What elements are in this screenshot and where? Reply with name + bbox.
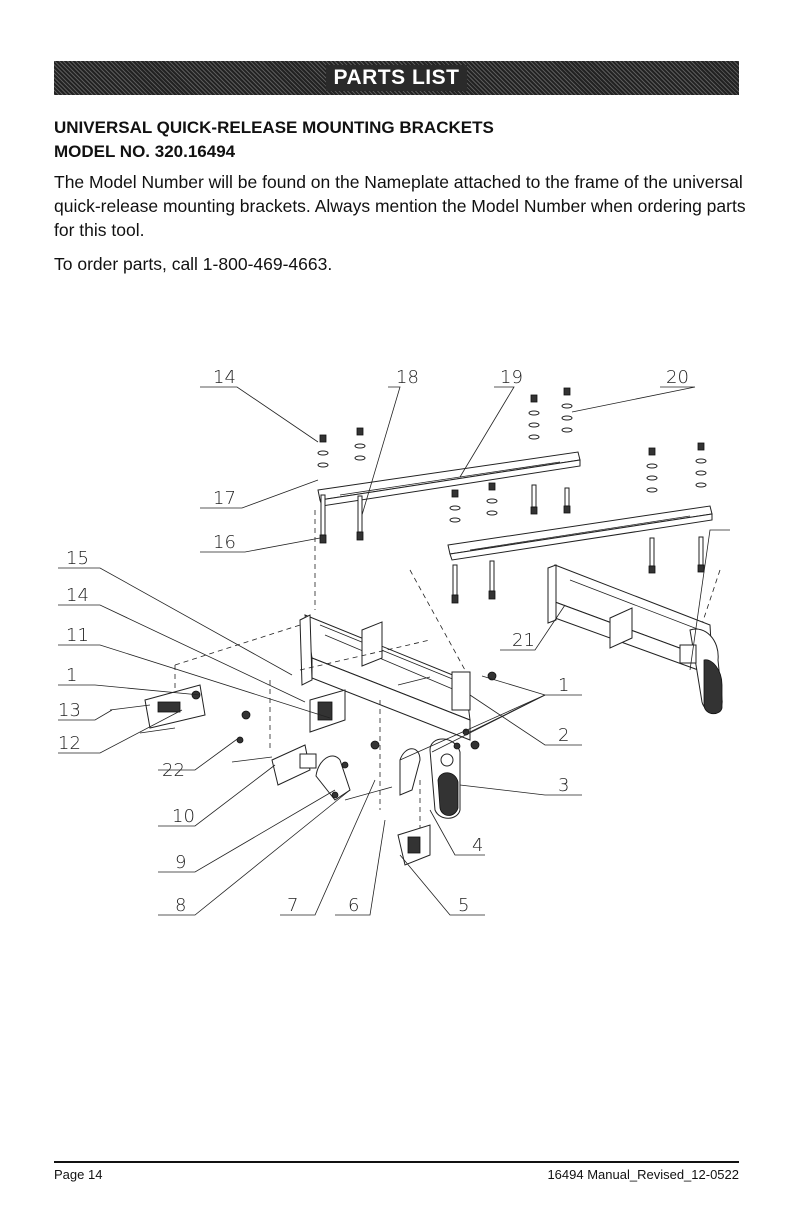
callout-21: 21 bbox=[512, 630, 535, 651]
callout-numbers: 14 18 19 20 17 16 15 14 11 1 13 12 22 10… bbox=[58, 367, 689, 916]
exploded-parts-diagram: 14 18 19 20 17 16 15 14 11 1 13 12 22 10… bbox=[58, 367, 730, 916]
callout-2: 2 bbox=[558, 725, 569, 746]
callout-17: 17 bbox=[213, 488, 236, 509]
bolts-washers-upper bbox=[317, 387, 707, 604]
callout-11: 11 bbox=[66, 625, 89, 646]
footer-rule bbox=[54, 1161, 739, 1163]
callout-14-left: 14 bbox=[66, 585, 89, 606]
callout-12: 12 bbox=[58, 733, 81, 754]
callout-9: 9 bbox=[175, 852, 186, 873]
callout-18: 18 bbox=[396, 367, 419, 388]
document-id: 16494 Manual_Revised_12-0522 bbox=[547, 1167, 739, 1182]
callout-16: 16 bbox=[213, 532, 236, 553]
page-number: Page 14 bbox=[54, 1167, 103, 1182]
model-number-instructions: The Model Number will be found on the Na… bbox=[54, 172, 746, 240]
callout-1-right: 1 bbox=[558, 675, 569, 696]
parts-list-banner: PARTS LIST bbox=[54, 61, 739, 95]
main-bracket-left bbox=[299, 614, 471, 741]
callout-8: 8 bbox=[175, 895, 186, 916]
callout-leader-lines bbox=[58, 386, 730, 916]
model-number: MODEL NO. 320.16494 bbox=[54, 142, 236, 161]
right-rail bbox=[447, 505, 713, 561]
callout-7: 7 bbox=[287, 895, 298, 916]
callout-13: 13 bbox=[58, 700, 81, 721]
callout-10: 10 bbox=[172, 806, 195, 827]
callout-14-top: 14 bbox=[213, 367, 236, 388]
callout-15: 15 bbox=[66, 548, 89, 569]
product-title: UNIVERSAL QUICK-RELEASE MOUNTING BRACKET… bbox=[54, 118, 494, 137]
callout-22: 22 bbox=[162, 760, 185, 781]
callout-5: 5 bbox=[458, 895, 469, 916]
banner-title: PARTS LIST bbox=[325, 65, 468, 91]
callout-4: 4 bbox=[472, 835, 483, 856]
clamp-parts-front bbox=[109, 671, 497, 866]
left-rail bbox=[317, 451, 581, 507]
order-parts-phone: To order parts, call 1-800-469-4663. bbox=[54, 254, 333, 274]
right-assembled-bracket bbox=[547, 564, 723, 715]
callout-3: 3 bbox=[558, 775, 569, 796]
callout-19: 19 bbox=[500, 367, 523, 388]
callout-6: 6 bbox=[348, 895, 359, 916]
callout-1-left: 1 bbox=[66, 665, 77, 686]
callout-20: 20 bbox=[666, 367, 689, 388]
